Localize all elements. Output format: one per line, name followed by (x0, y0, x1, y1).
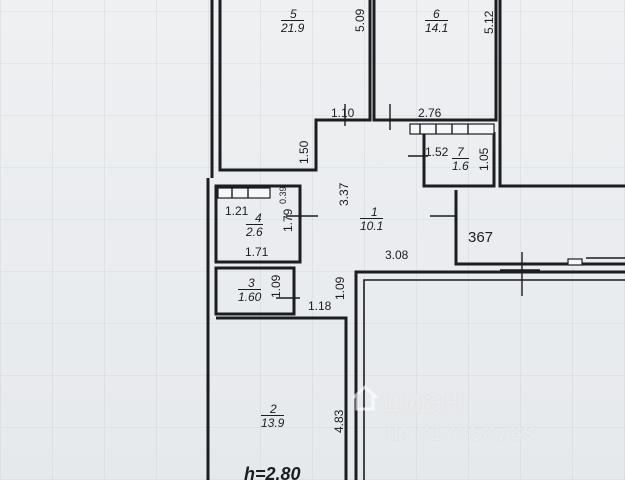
room-4-walls (214, 184, 302, 264)
room-2-number: 2 (270, 402, 277, 416)
room-4-fixture (217, 187, 271, 199)
dim-1-21: 1.21 (225, 204, 249, 218)
dim-1-09-left: 1.09 (269, 274, 283, 298)
dim-room-6-height: 5.12 (482, 10, 496, 34)
room-1-number: 1 (371, 205, 378, 219)
dim-1-52: 1.52 (425, 145, 449, 159)
dim-1-79: 1.79 (281, 208, 295, 232)
room-7-walls (422, 132, 496, 188)
room-4-area: 2.6 (246, 224, 263, 239)
right-wall (498, 0, 625, 188)
lower-right-inner-line (363, 279, 625, 480)
dim-3-37: 3.37 (337, 182, 351, 206)
room-2-area: 13.9 (261, 415, 285, 430)
dim-1-50: 1.50 (297, 140, 311, 164)
dim-0-39: 0.39 (278, 186, 288, 204)
room-3-walls (214, 266, 296, 316)
dim-1-18: 1.18 (308, 299, 332, 313)
room-3-area: 1.60 (238, 289, 262, 304)
room-5-area: 21.9 (281, 20, 305, 35)
dim-367: 367 (468, 229, 494, 246)
room-5-number: 5 (290, 7, 297, 21)
watermark-brand: циан (380, 382, 466, 420)
dim-room-5-height: 5.09 (353, 8, 367, 32)
corridor-right-wall (454, 190, 625, 266)
watermark-id: ID 317358789 (386, 420, 537, 445)
room-6-number: 6 (433, 7, 440, 21)
room-6-walls (372, 0, 498, 122)
room-4-number: 4 (255, 211, 262, 225)
dim-4-83: 4.83 (332, 409, 346, 433)
dim-1-05: 1.05 (477, 147, 491, 171)
ceiling-height-label: h=2.80 (244, 464, 301, 480)
dim-1-10: 1.10 (331, 106, 355, 120)
dim-1-71: 1.71 (245, 245, 269, 259)
room-2-walls (216, 316, 348, 480)
room-6-area: 14.1 (425, 20, 449, 35)
lower-right-walls (354, 270, 625, 480)
outer-wall-left (206, 0, 214, 480)
room-7-area: 1.6 (452, 158, 469, 173)
room-5-walls (218, 0, 372, 172)
dim-3-08: 3.08 (385, 248, 409, 262)
room-1-area: 10.1 (360, 218, 384, 233)
room-7-number: 7 (457, 145, 464, 159)
room-3-number: 3 (248, 276, 255, 290)
dim-2-76: 2.76 (418, 106, 442, 120)
dim-1-09-right: 1.09 (333, 276, 347, 300)
watermark-house-icon (351, 384, 379, 411)
entrance-marker (567, 258, 583, 266)
